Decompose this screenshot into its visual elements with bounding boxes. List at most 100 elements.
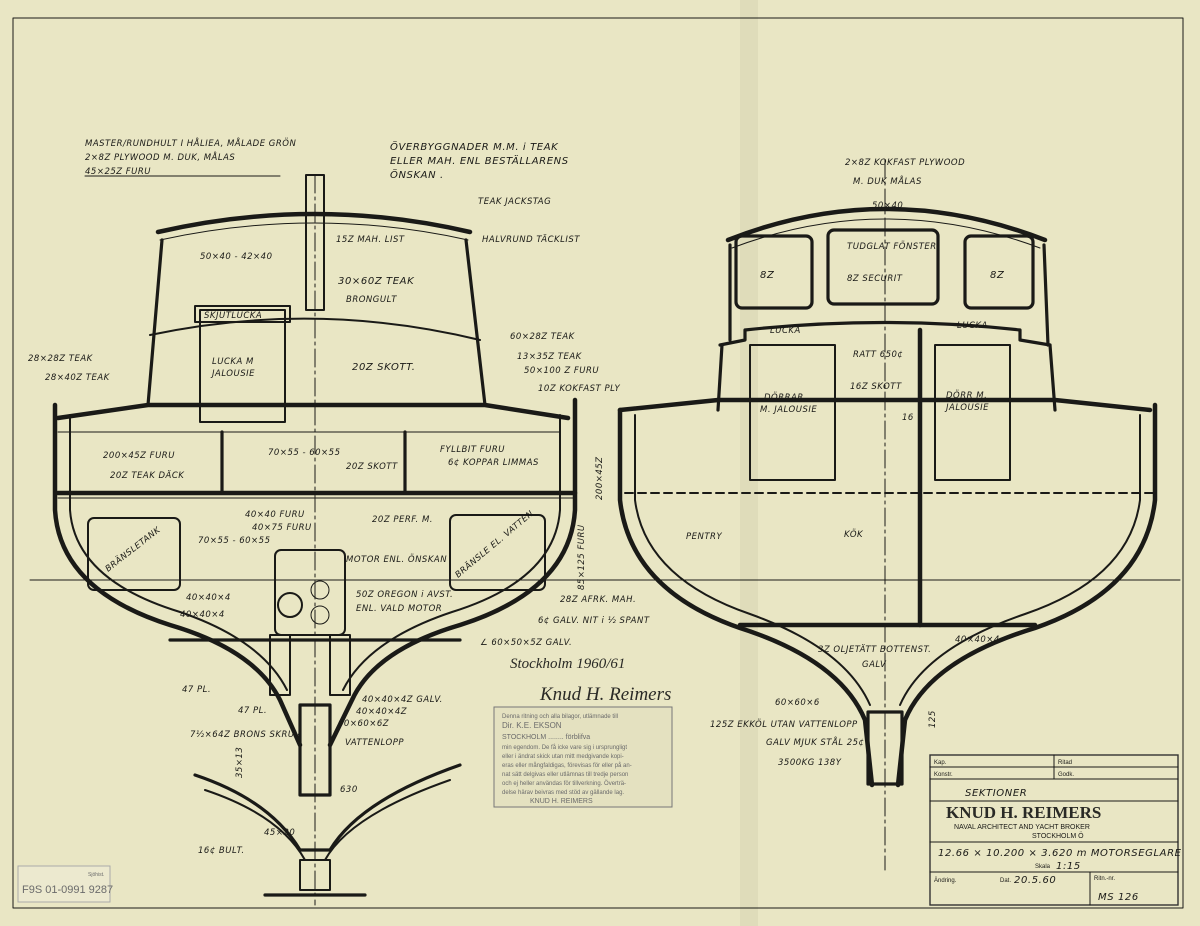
label-pl-47b: 47 PL. — [238, 706, 267, 716]
tb-scale-label: Skala — [1035, 864, 1051, 870]
label-galv-right: GALV — [862, 660, 887, 670]
label-galv-nit: 6¢ GALV. NIT i ½ SPANT — [538, 616, 650, 626]
label-sliding-hatch: SKJUTLUCKA — [204, 311, 262, 321]
label-ballast: 3500KG 138Y — [778, 758, 842, 768]
left-cabin-roof — [155, 211, 473, 235]
label-teak-60x28: 60×28Z TEAK — [510, 332, 576, 342]
label-glass-left: 8Z — [760, 270, 775, 281]
tb-scale: 1:15 — [1056, 861, 1081, 872]
label-glass-right: 8Z — [990, 270, 1005, 281]
label-superstructure-2: ELLER MAH. ENL BESTÄLLARENS — [390, 154, 569, 167]
label-angle-40-right: 40×40×4 — [955, 635, 1000, 645]
label-teak-28x40: 28×40Z TEAK — [45, 373, 111, 383]
stamp-line-4: min egendom. De få icke vare sig i urspr… — [502, 744, 627, 751]
label-beam-70x55b: 70×55 - 60×55 — [198, 536, 270, 546]
right-section — [617, 159, 1158, 871]
label-wheel: RATT 650¢ — [853, 350, 903, 360]
stamp-line-9: delse härav beivras med stöd av gällande… — [502, 790, 624, 796]
label-furu-50x100: 50×100 Z FURU — [524, 366, 599, 376]
label-galv-angle: ∠ 60×50×5Z GALV. — [480, 638, 572, 648]
label-galley: KÖK — [844, 529, 864, 540]
stamp-line-5: eller i ändrat skick utan mitt medgivand… — [502, 754, 624, 760]
archive-line-2: Sjöhist. — [88, 872, 104, 878]
stamp-line-1: Denna ritning och alla bilagor, utlämnad… — [502, 714, 618, 720]
label-roof-note-3: 45×25Z FURU — [85, 167, 151, 177]
label-oregon-1: 50Z OREGON i AVST. — [356, 590, 453, 600]
stamp-line-7: nat sätt delgivas eller utlämnas till tr… — [502, 772, 628, 778]
label-teak-30x60: 30×60Z TEAK — [338, 276, 415, 287]
tb-ritad-label: Ritad — [1058, 760, 1072, 766]
label-keel-dim: 125 — [928, 710, 938, 728]
signature-name: Knud H. Reimers — [539, 684, 671, 705]
right-cabin-roof — [725, 206, 1048, 243]
right-hull-starboard — [895, 402, 1158, 788]
label-bulkhead-20: 20Z SKOTT — [346, 462, 398, 472]
tb-andring-label: Ändring. — [934, 877, 957, 884]
tb-firm: KNUD H. REIMERS — [946, 803, 1101, 822]
label-dim-630: 630 — [340, 785, 358, 795]
label-teak-13x35: 13×35Z TEAK — [517, 352, 583, 362]
tb-konstr-label: Konstr. — [934, 772, 953, 778]
stamp-signature: KNUD H. REIMERS — [530, 798, 593, 805]
label-hatch-right: LUCKA — [957, 321, 988, 331]
label-perf: 20Z PERF. M. — [372, 515, 433, 525]
tb-drawing-no: MS 126 — [1098, 892, 1139, 903]
label-beam-50x40: 50×40 — [872, 201, 903, 211]
label-angle-2: 40×40×4 — [180, 610, 225, 620]
doors-left — [749, 344, 836, 481]
label-hatch-2: JALOUSIE — [210, 369, 255, 379]
stamp-line-8: och ej heller användas för tillverkning.… — [502, 780, 626, 787]
label-teak-28x8: 28×28Z TEAK — [28, 354, 94, 364]
archive-stamp: F9S 01-0991 9287 Sjöhist. — [17, 865, 113, 903]
label-halfround: HALVRUND TÄCKLIST — [482, 234, 580, 245]
label-screw: 7½×64Z BRONS SKRUV — [190, 730, 302, 740]
label-furu-40x75: 40×75 FURU — [252, 523, 312, 533]
label-doors-left-1: DÖRRAR — [764, 392, 804, 403]
tb-drawing-title: SEKTIONER — [965, 788, 1027, 799]
signature-block: Stockholm 1960/61 Knud H. Reimers — [510, 656, 671, 705]
tb-godk-label: Godk. — [1058, 772, 1074, 778]
label-keel: 125Z EKKÖL UTAN VATTENLOPP — [710, 719, 858, 730]
label-teak-jackstag: TEAK JACKSTAG — [478, 197, 551, 207]
label-duk: M. DUK MÅLAS — [853, 175, 922, 187]
label-hatch-1: LUCKA M — [212, 357, 254, 367]
label-bulkhead: 20Z SKOTT. — [352, 362, 415, 373]
engine — [269, 549, 351, 696]
label-bottom: 3Z OLJETÄTT BOTTENST. — [818, 644, 931, 655]
label-fill-2: 6¢ KOPPAR LIMMAS — [448, 458, 539, 468]
title-block: Kap. Ritad Konstr. Godk. SEKTIONER KNUD … — [929, 754, 1182, 906]
archive-line-1: F9S 01-0991 9287 — [22, 884, 113, 896]
label-mah-list: 15Z MAH. LIST — [336, 235, 405, 245]
right-labels: 2×8Z KOKFAST PLYWOOD M. DUK MÅLAS 50×40 … — [686, 158, 1005, 768]
sheet-border — [12, 17, 1184, 909]
label-dim-16: 16 — [902, 413, 914, 423]
label-superstructure-1: ÖVERBYGGNADER M.M. i TEAK — [390, 140, 559, 153]
label-doors-right-1: DÖRR M. — [946, 390, 987, 401]
signature-place-date: Stockholm 1960/61 — [510, 656, 625, 672]
label-dim-35x13: 35×13 — [235, 747, 245, 778]
label-hatch-left: LUCKA — [770, 326, 801, 336]
left-deck — [55, 402, 571, 421]
label-ply-note: 2×8Z KOKFAST PLYWOOD — [845, 158, 965, 168]
label-frame-85x125: 85×125 FURU — [577, 524, 587, 590]
label-ply-10: 10Z KOKFAST PLY — [538, 384, 620, 394]
label-doors-right-2: JALOUSIE — [944, 403, 989, 413]
left-section — [52, 174, 578, 906]
stamp-line-6: eras eller mångfaldigas, förevisas för e… — [502, 762, 632, 769]
label-water-drain: VATTENLOPP — [345, 738, 404, 748]
label-angle-1: 40×40×4 — [186, 593, 231, 603]
label-galv-40: 40×40×4Z GALV. — [362, 695, 443, 705]
mast — [305, 174, 325, 311]
label-securit: 8Z SECURIT — [847, 274, 903, 284]
label-roof-note-2: 2×8Z PLYWOOD M. DUK, MÅLAS — [85, 151, 235, 163]
label-superstructure-3: ÖNSKAN . — [390, 168, 444, 181]
tb-date: 20.5.60 — [1014, 875, 1056, 886]
stamp-line-2: Dir. K.E. EKSON — [502, 721, 562, 730]
tb-vessel: 12.66 × 10.200 × 3.620 m MOTORSEGLARE — [938, 848, 1182, 859]
sliding-hatch — [199, 309, 286, 423]
right-hull-port — [617, 407, 875, 788]
label-bulkhead-right: 16Z SKOTT — [850, 382, 902, 392]
label-angle-60-right: 60×60×6 — [775, 698, 820, 708]
right-keel — [866, 710, 904, 786]
